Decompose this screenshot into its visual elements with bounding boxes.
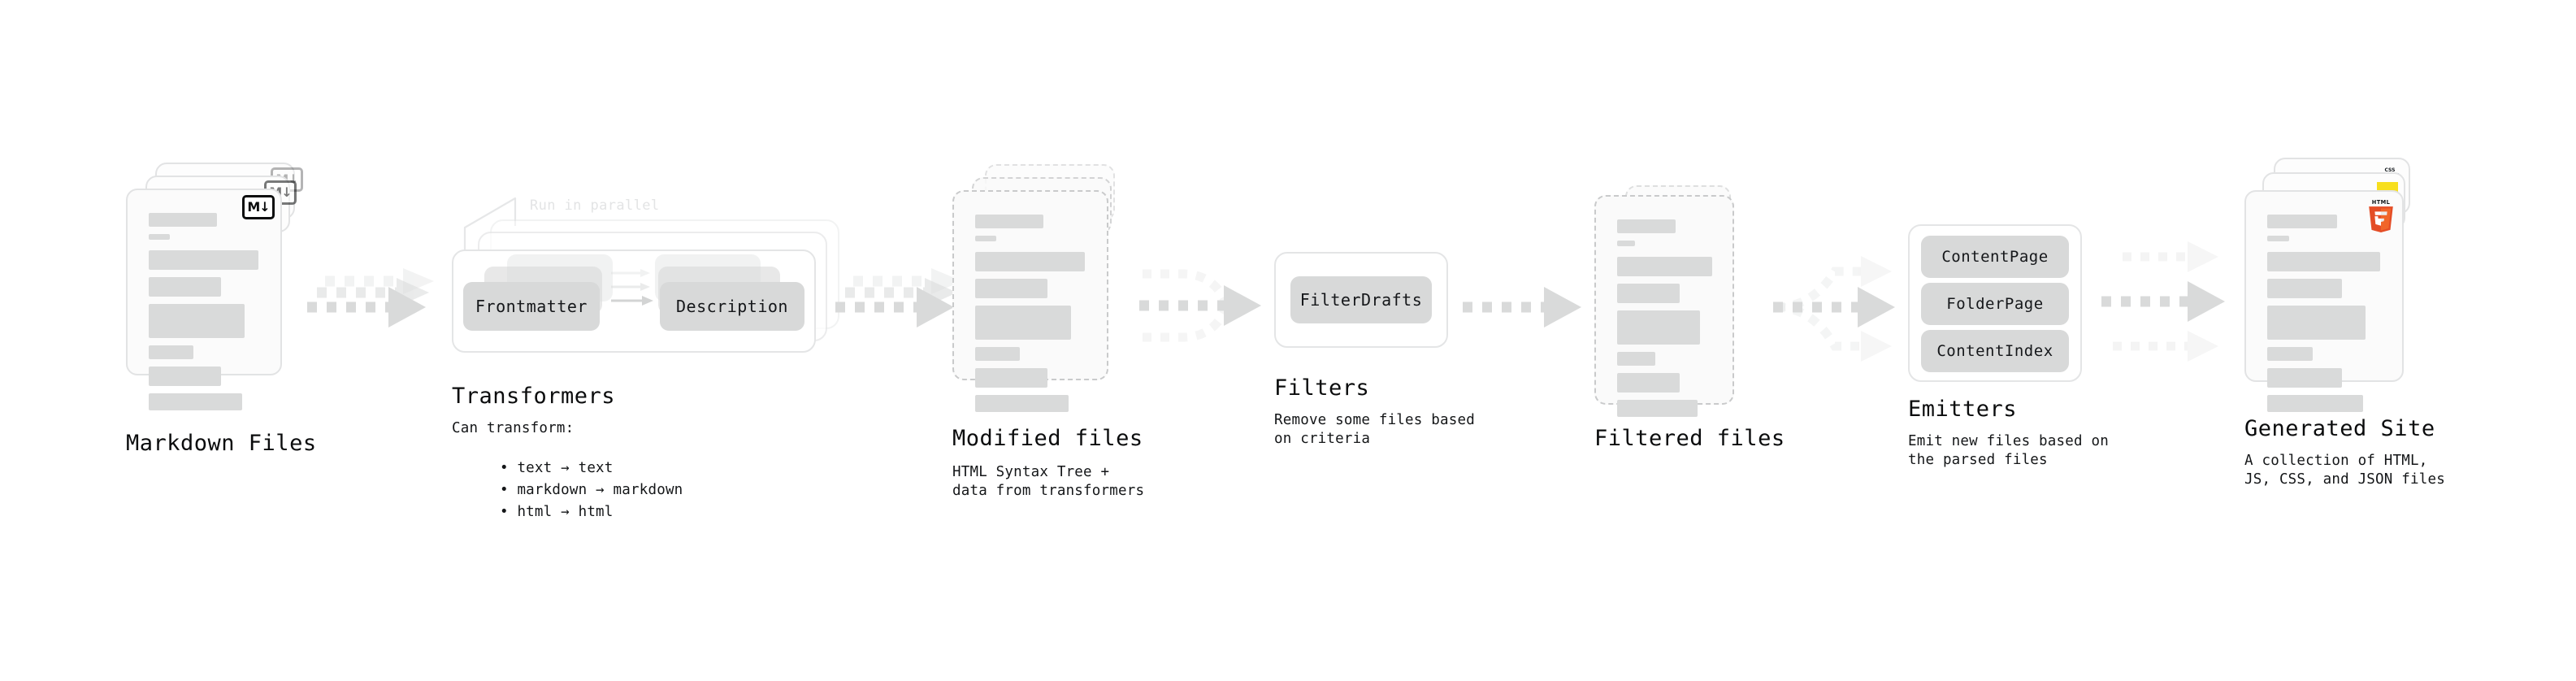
emitter-pill-folderpage[interactable]: FolderPage: [1921, 283, 2069, 325]
line: [149, 277, 222, 297]
markdown-icon: M↓: [242, 195, 275, 219]
filtered-file-card-front: [1594, 195, 1734, 417]
line: [975, 236, 996, 241]
run-in-parallel-label: Run in parallel: [530, 197, 660, 214]
bullet-dot: •: [499, 482, 518, 498]
transformer-pill-description[interactable]: Description: [660, 282, 804, 331]
html5-icon: HTML: [2369, 199, 2393, 232]
line: [2267, 306, 2366, 340]
file-content-lines: [2267, 215, 2387, 419]
transformers-bullet-2: • html → html: [465, 484, 614, 540]
stage-subtitle-transformers: Can transform:: [452, 420, 575, 436]
line: [149, 304, 245, 338]
markdown-file-card-front: [126, 189, 282, 410]
emitter-pill-contentpage[interactable]: ContentPage: [1921, 236, 2069, 278]
arrow-markdown-to-transformers: [307, 268, 434, 327]
line: [1617, 400, 1698, 417]
emitter-pill-contentindex[interactable]: ContentIndex: [1921, 330, 2069, 372]
line: [2267, 236, 2289, 241]
line: [2267, 215, 2337, 228]
line: [975, 279, 1048, 298]
modified-file-card-front: [952, 190, 1108, 412]
line: [1617, 257, 1712, 276]
run-in-parallel-bracket: [463, 197, 517, 255]
line: [975, 368, 1048, 388]
stage-title-filtered-files: Filtered files: [1594, 426, 1785, 451]
stage-subtitle-generated-site: A collection of HTML, JS, CSS, and JSON …: [2244, 453, 2445, 488]
filter-pill-filterdrafts[interactable]: FilterDrafts: [1290, 276, 1432, 323]
line: [149, 234, 170, 240]
file-content-lines: [1617, 219, 1718, 424]
stage-title-generated-site: Generated Site: [2244, 416, 2435, 441]
line: [149, 213, 217, 227]
bullet-text: html → html: [517, 504, 614, 520]
line: [149, 393, 243, 410]
line: [975, 252, 1086, 271]
line: [2267, 252, 2381, 271]
line: [1617, 284, 1680, 303]
file-content-lines: [149, 213, 266, 418]
arrow-filters-to-filtered: [1463, 287, 1581, 327]
line: [975, 395, 1069, 412]
line: [1617, 352, 1656, 366]
line: [2267, 395, 2364, 412]
line: [2267, 347, 2314, 361]
bullet-text: text → text: [517, 460, 614, 476]
arrow-modified-to-filters: [1139, 269, 1261, 342]
file-content-lines: [975, 215, 1092, 419]
stage-title-filters: Filters: [1274, 375, 1370, 401]
line: [1617, 241, 1636, 246]
line: [1617, 310, 1700, 345]
line: [975, 215, 1043, 228]
stage-title-markdown-files: Markdown Files: [126, 431, 317, 456]
bullet-dot: •: [499, 504, 518, 520]
line: [149, 367, 222, 386]
stage-subtitle-modified-files: HTML Syntax Tree + data from transformer…: [952, 464, 1145, 499]
transformers-bullet-1: • markdown → markdown: [465, 462, 683, 518]
arrow-filtered-to-emitters: [1773, 256, 1895, 362]
line: [149, 345, 193, 359]
line: [975, 306, 1072, 340]
stage-subtitle-emitters: Emit new files based on the parsed files: [1908, 433, 2109, 468]
bullet-dot: •: [499, 460, 518, 476]
line: [149, 250, 259, 270]
transformer-pill-frontmatter[interactable]: Frontmatter: [463, 282, 600, 331]
stage-subtitle-filters: Remove some files based on criteria: [1274, 412, 1475, 447]
stage-title-modified-files: Modified files: [952, 426, 1143, 451]
line: [975, 347, 1020, 361]
line: [1617, 219, 1676, 233]
line: [1617, 373, 1680, 393]
css-wordmark: CSS: [2384, 167, 2396, 173]
transformer-inner-arrows: [611, 269, 653, 306]
line: [2267, 279, 2342, 298]
arrow-transformers-to-modified: [835, 268, 962, 327]
bullet-text: markdown → markdown: [517, 482, 683, 498]
arrow-emitters-to-site: [2101, 241, 2225, 362]
stage-title-emitters: Emitters: [1908, 397, 2018, 422]
stage-title-transformers: Transformers: [452, 384, 616, 409]
svg-text:HTML: HTML: [2372, 199, 2391, 206]
transformers-bullet-0: • text → text: [465, 440, 614, 497]
line: [2267, 368, 2342, 388]
